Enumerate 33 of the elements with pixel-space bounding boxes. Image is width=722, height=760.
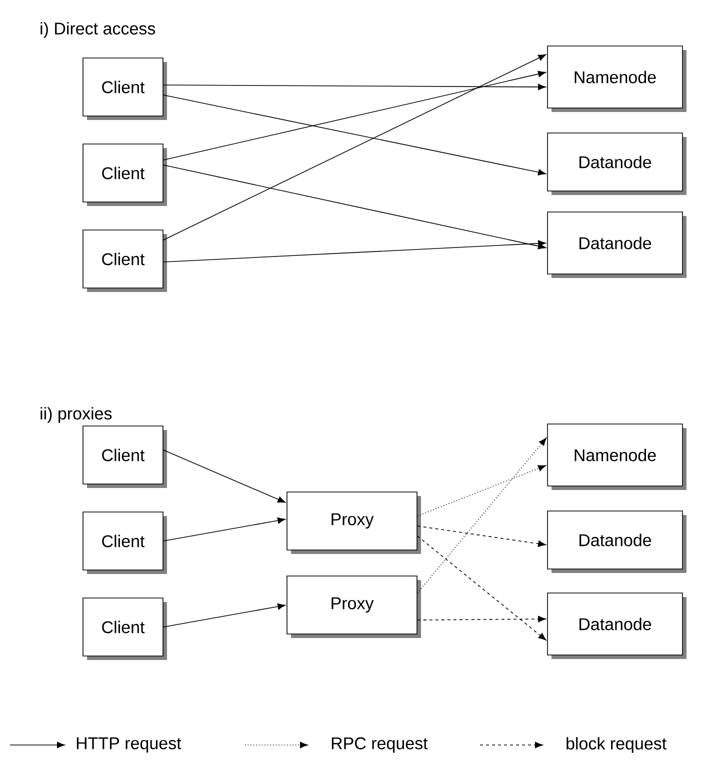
arrow [417, 616, 546, 622]
process-box: Proxy [286, 576, 421, 638]
arrow [163, 84, 546, 90]
process-box: Datanode [547, 592, 686, 659]
arrow [417, 526, 546, 547]
arrow [417, 465, 546, 516]
process-box: Client [82, 426, 167, 488]
arrow [417, 536, 546, 640]
arrow [163, 603, 286, 628]
process-box: Datanode [547, 510, 686, 573]
arrow [163, 517, 286, 542]
arrow [163, 450, 286, 503]
arrow [417, 438, 546, 594]
process-box: Client [82, 58, 167, 120]
process-box: Client [82, 230, 167, 292]
process-box: Namenode [547, 424, 686, 490]
process-box: Datanode [547, 212, 686, 278]
process-box: Namenode [547, 46, 686, 112]
legend-text: RPC request [332, 737, 428, 753]
arrow [163, 54, 546, 240]
process-box: Client [82, 512, 167, 574]
arrow [163, 70, 546, 160]
arrow [163, 240, 546, 262]
arrow [163, 164, 546, 250]
process-box: Datanode [547, 132, 686, 195]
section-heading: i) Direct access [40, 22, 156, 38]
arrow [163, 94, 546, 176]
section-heading: ii) proxies [40, 407, 112, 423]
process-box: Client [82, 598, 167, 660]
legend-text: block request [566, 737, 666, 753]
process-box: Proxy [286, 492, 421, 554]
process-box: Client [82, 144, 167, 206]
legend-text: HTTP request [76, 737, 182, 753]
